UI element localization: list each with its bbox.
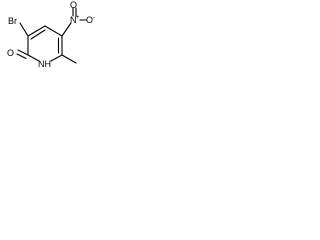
atom-nh: NH	[38, 59, 51, 69]
bond-c6-n1	[50, 54, 63, 62]
bond-c4-c5	[44, 25, 63, 37]
charge-minus: -	[93, 15, 95, 21]
bond-c5-nitro	[61, 22, 72, 37]
atom-br: Br	[8, 16, 17, 26]
bond-c2-o	[17, 49, 29, 56]
bonds	[16, 7, 87, 64]
molecule-structure: Br O NH N + O O -	[0, 0, 100, 77]
bond-c2-o-double	[16, 53, 27, 60]
atom-o-nitro-minus: O	[86, 15, 93, 25]
bond-n1-c2	[27, 54, 40, 62]
bond-c6-methyl	[61, 54, 77, 64]
charge-plus: +	[76, 15, 80, 21]
bond-c3-br	[19, 22, 29, 37]
atom-o-carbonyl: O	[7, 48, 14, 58]
atom-o-nitro-top: O	[70, 0, 77, 10]
atom-n-nitro: N	[70, 15, 77, 25]
atom-labels: Br O NH N + O O -	[7, 0, 95, 69]
bond-c3-c4	[27, 25, 46, 37]
molecule-drawing: Br O NH N + O O -	[7, 0, 95, 69]
bond-c3-c4-double	[30, 29, 46, 40]
